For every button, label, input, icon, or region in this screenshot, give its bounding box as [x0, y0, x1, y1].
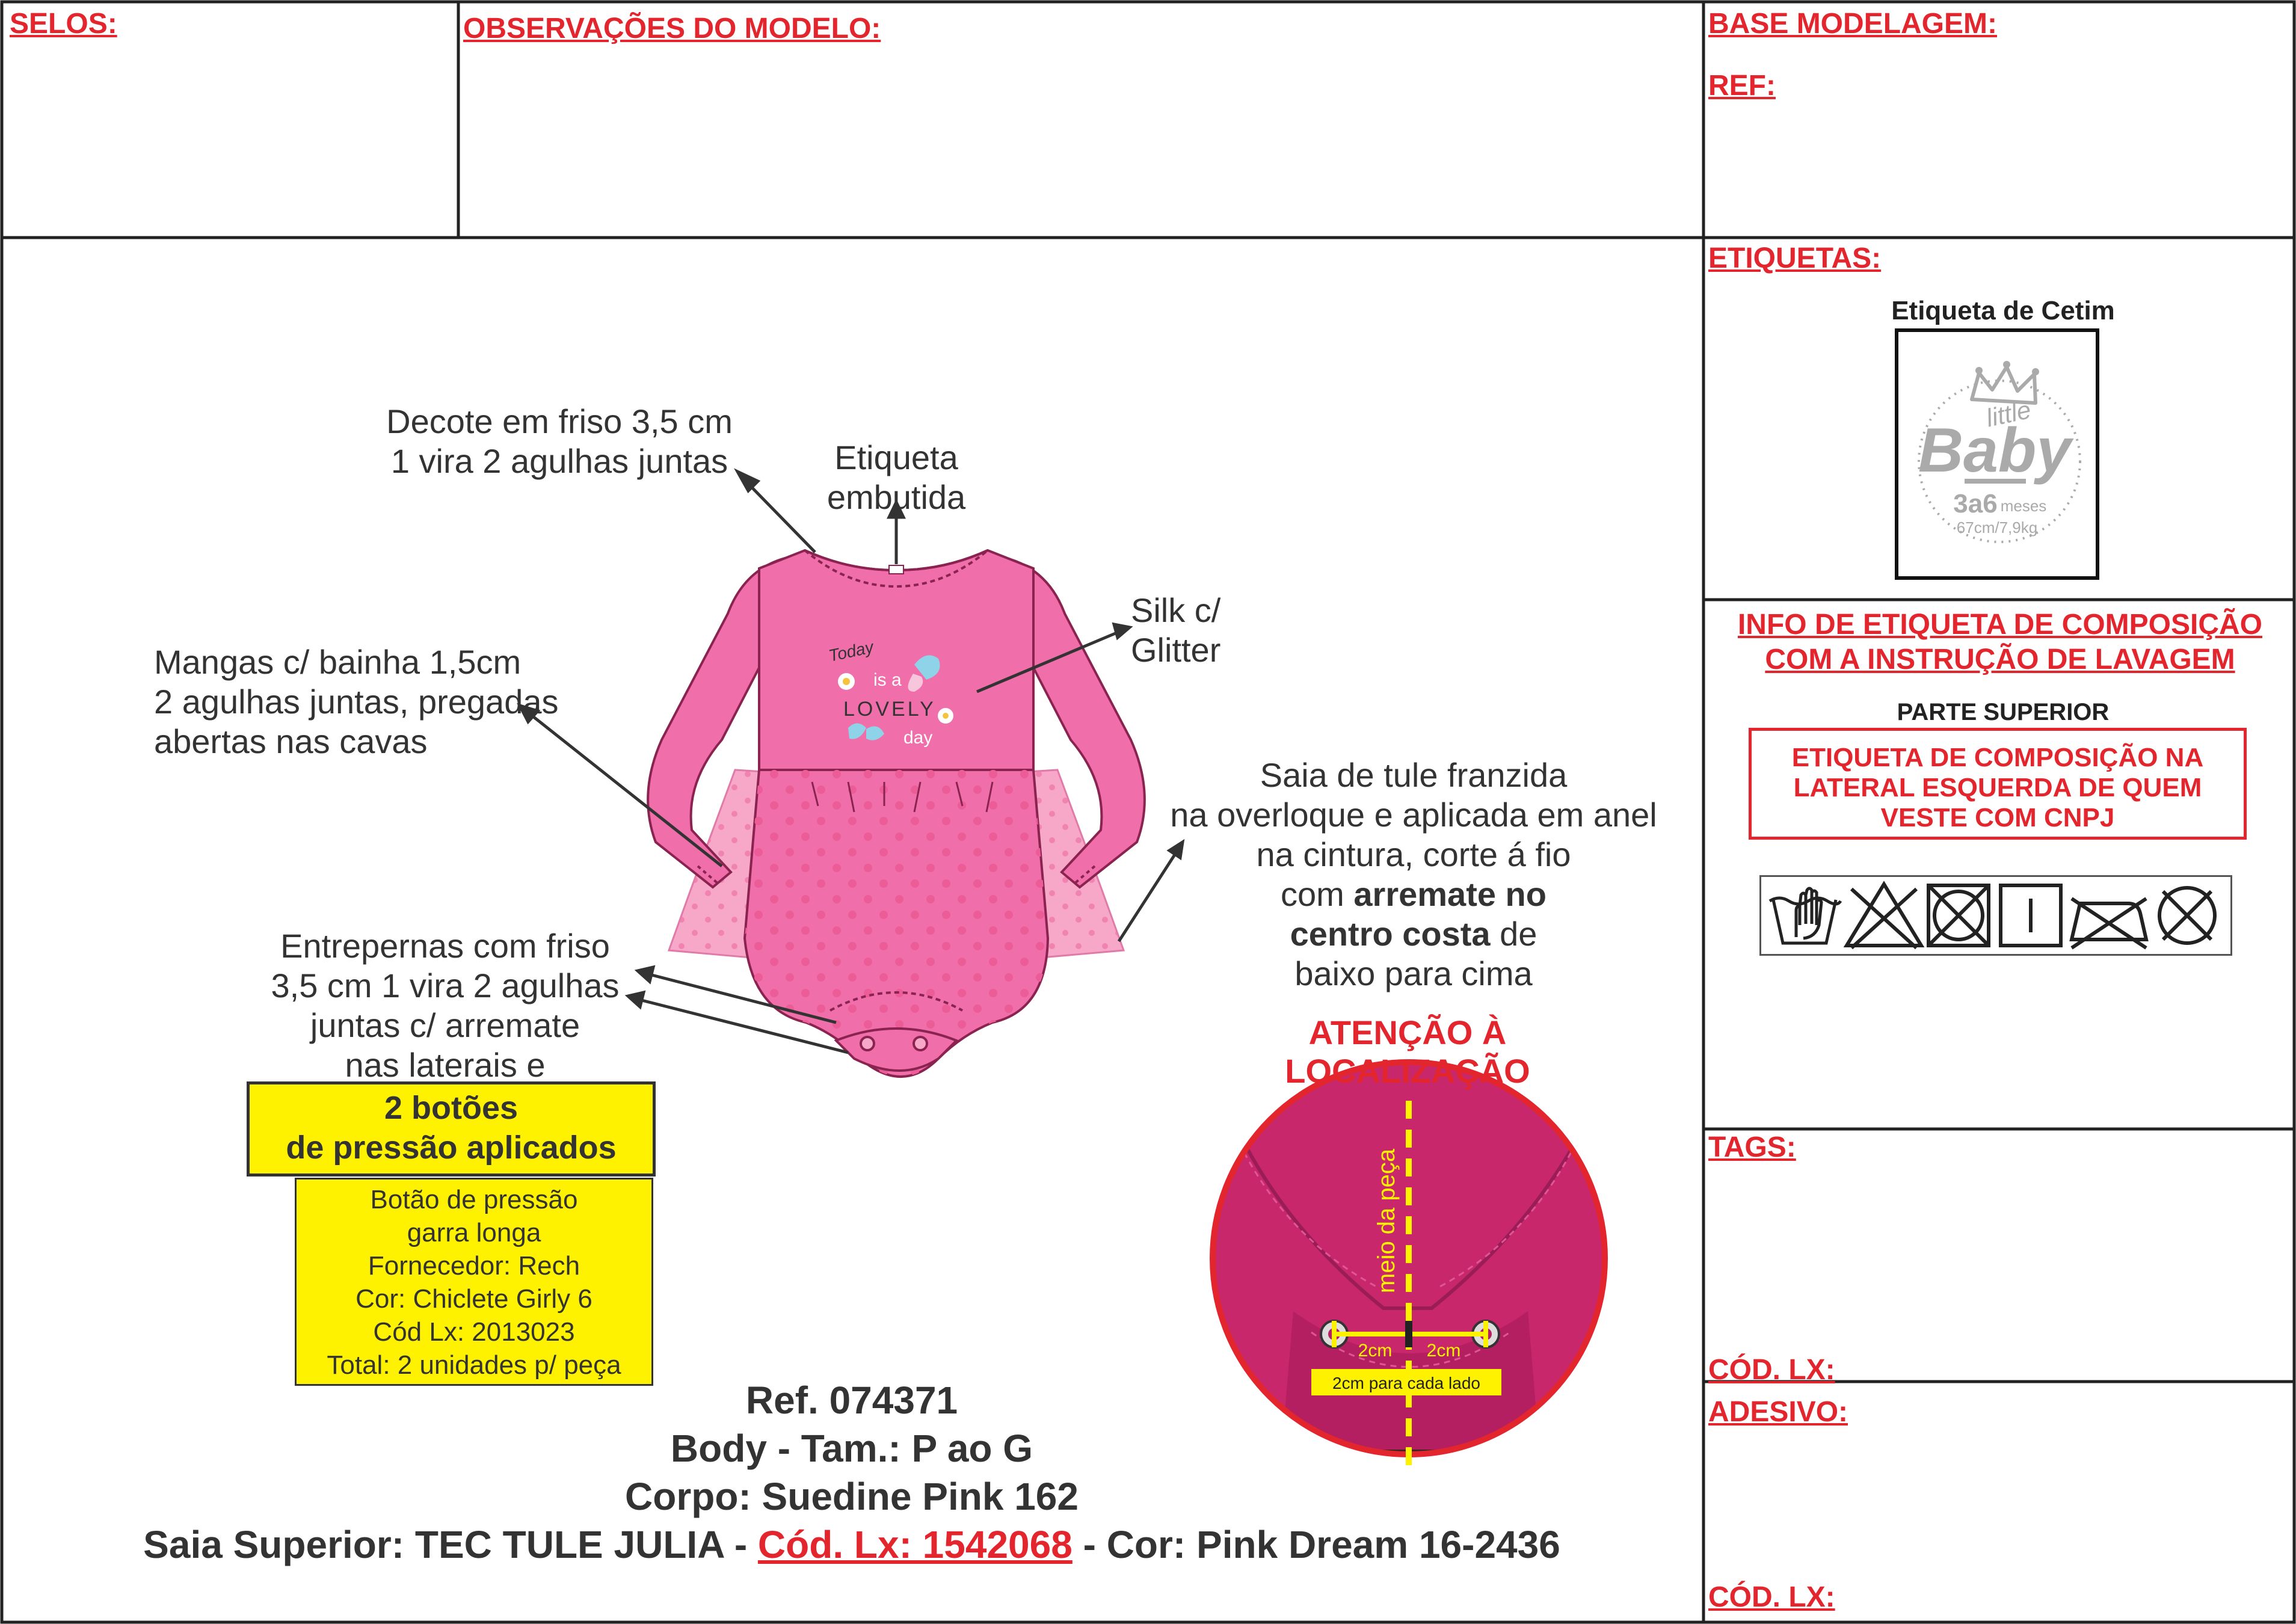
- botoes-line-1: 2 botões: [384, 1090, 519, 1126]
- mangas-line-2: 2 agulhas juntas, pregadas: [154, 683, 559, 721]
- botoes-highlight-box: 2 botões de pressão aplicados: [247, 1081, 656, 1176]
- footer-body: Body - Tam.: P ao G: [670, 1427, 1033, 1470]
- atencao-title: ATENÇÃO À LOCALIZAÇÃO: [1239, 1013, 1576, 1090]
- butterfly-icon-2: [848, 723, 884, 740]
- saia-line-4a: com: [1281, 875, 1354, 913]
- entrepernas-line-1: Entrepernas com friso: [280, 927, 610, 965]
- footer-saia: Saia Superior: TEC TULE JULIA - Cód. Lx:…: [0, 1521, 1704, 1569]
- mangas-note: Mangas c/ bainha 1,5cm 2 agulhas juntas,…: [154, 642, 559, 761]
- atencao-line-2: LOCALIZAÇÃO: [1285, 1052, 1530, 1090]
- base-modelagem-label: BASE MODELAGEM:: [1708, 8, 1997, 40]
- botao-info-line-2: garra longa: [407, 1218, 541, 1247]
- footer-spec: Ref. 074371 Body - Tam.: P ao G Corpo: S…: [0, 1376, 1704, 1569]
- placement-closeup: 2cm 2cm 2cm para cada lado meio da peça: [1210, 1059, 1608, 1468]
- decote-note: Decote em friso 3,5 cm 1 vira 2 agulhas …: [367, 402, 752, 481]
- logo-baby-text: Baby: [1918, 416, 2074, 485]
- logo-size-text: 3a6: [1953, 489, 1997, 518]
- etiquetas-label: ETIQUETAS:: [1708, 242, 1882, 274]
- hand-wash-icon: [1768, 887, 1842, 945]
- atencao-line-1: ATENÇÃO À: [1308, 1013, 1507, 1051]
- annotation-arrows: [517, 468, 1185, 1054]
- saia-note: Saia de tule franzida na overloque e apl…: [1149, 755, 1678, 994]
- decote-line-2: 1 vira 2 agulhas juntas: [390, 442, 728, 480]
- etiqueta-line-2: embutida: [826, 478, 966, 516]
- silk-line-2: Glitter: [1131, 631, 1221, 669]
- footer-saia-c: - Cor: Pink Dream 16-2436: [1072, 1523, 1560, 1566]
- composicao-line-3: VESTE COM CNPJ: [1880, 803, 2115, 832]
- etiqueta-embutida-note: Etiqueta embutida: [806, 438, 986, 517]
- print-day: day: [903, 728, 932, 748]
- botao-info-line-3: Fornecedor: Rech: [368, 1251, 580, 1281]
- tags-label: TAGS:: [1708, 1131, 1796, 1163]
- botoes-line-2: de pressão aplicados: [286, 1130, 617, 1166]
- logo-meses-text: meses: [2001, 497, 2047, 515]
- parte-superior-label: PARTE SUPERIOR: [1897, 699, 2110, 725]
- cm-left-label: 2cm: [1358, 1341, 1393, 1361]
- neck-tag-icon: [888, 565, 904, 574]
- botao-info-line-1: Botão de pressão: [370, 1185, 578, 1214]
- cada-lado-label: 2cm para cada lado: [1332, 1374, 1480, 1392]
- botao-info-line-4: Cor: Chiclete Girly 6: [355, 1284, 592, 1314]
- care-symbols-box: [1759, 875, 2232, 956]
- body-torso: [743, 549, 1050, 1078]
- adesivo-label: ADESIVO:: [1708, 1396, 1848, 1428]
- butterfly-icon: [908, 655, 940, 692]
- little-baby-logo: little Baby 3a6 meses 67cm/7,9kg: [1918, 361, 2081, 543]
- line-dry-icon: [1999, 884, 2063, 947]
- satin-label-box: little Baby 3a6 meses 67cm/7,9kg: [1895, 328, 2099, 580]
- info-title-line-1: INFO DE ETIQUETA DE COMPOSIÇÃO: [1737, 609, 2263, 641]
- silk-note: Silk c/ Glitter: [1131, 591, 1220, 670]
- meio-peca-label: meio da peça: [1373, 1148, 1400, 1293]
- saia-line-5b: de: [1490, 915, 1537, 953]
- decote-line-1: Decote em friso 3,5 cm: [386, 402, 733, 440]
- footer-ref: Ref. 074371: [745, 1379, 958, 1422]
- saia-line-4b: arremate no: [1353, 875, 1547, 913]
- no-dry-clean-icon: [2158, 886, 2217, 945]
- etiqueta-line-1: Etiqueta: [834, 438, 958, 476]
- botao-info-line-6: Total: 2 unidades p/ peça: [327, 1350, 621, 1380]
- mangas-line-3: abertas nas cavas: [154, 722, 428, 760]
- no-bleach-icon: [1843, 881, 1925, 950]
- cod-lx-label-2: CÓD. LX:: [1708, 1581, 1835, 1613]
- entrepernas-line-2: 3,5 cm 1 vira 2 agulhas: [271, 967, 620, 1004]
- footer-saia-a: Saia Superior: TEC TULE JULIA -: [143, 1523, 758, 1566]
- info-etiqueta-title: INFO DE ETIQUETA DE COMPOSIÇÃO COM A INS…: [1708, 607, 2292, 677]
- saia-line-2: na overloque e aplicada em anel: [1170, 796, 1657, 834]
- garment-illustration: Today is a LOVELY day: [517, 468, 1608, 1468]
- print-is-a: is a: [873, 670, 902, 690]
- saia-line-6: baixo para cima: [1294, 955, 1533, 992]
- botao-info-line-5: Cód Lx: 2013023: [373, 1317, 575, 1347]
- cm-right-label: 2cm: [1427, 1341, 1461, 1361]
- logo-measure-text: 67cm/7,9kg: [1957, 518, 2037, 537]
- no-iron-icon: [2069, 897, 2149, 950]
- saia-line-3: na cintura, corte á fio: [1256, 835, 1571, 873]
- silk-line-1: Silk c/: [1131, 591, 1221, 629]
- botao-info-box: Botão de pressão garra longa Fornecedor:…: [295, 1178, 653, 1386]
- etiqueta-cetim-label: Etiqueta de Cetim: [1891, 296, 2115, 325]
- saia-line-5: centro costa de: [1149, 914, 1678, 954]
- footer-corpo: Corpo: Suedine Pink 162: [625, 1475, 1079, 1518]
- composicao-line-1: ETIQUETA DE COMPOSIÇÃO NA: [1791, 743, 2204, 772]
- composicao-line-2: LATERAL ESQUERDA DE QUEM: [1793, 773, 2202, 802]
- print-lovely: LOVELY: [843, 698, 936, 721]
- observacoes-label: OBSERVAÇÕES DO MODELO:: [463, 13, 881, 45]
- mangas-line-1: Mangas c/ bainha 1,5cm: [154, 643, 522, 681]
- info-title-line-2: COM A INSTRUÇÃO DE LAVAGEM: [1765, 644, 2235, 675]
- entrepernas-line-3: juntas c/ arremate: [310, 1006, 580, 1044]
- flower-icon: [838, 673, 953, 724]
- entrepernas-note: Entrepernas com friso 3,5 cm 1 vira 2 ag…: [253, 926, 638, 1085]
- saia-line-1: Saia de tule franzida: [1260, 756, 1568, 794]
- saia-line-5a: centro costa: [1290, 915, 1491, 953]
- composicao-box: ETIQUETA DE COMPOSIÇÃO NA LATERAL ESQUER…: [1749, 728, 2247, 840]
- no-tumble-dry-icon: [1927, 884, 1990, 947]
- cod-lx-label-1: CÓD. LX:: [1708, 1354, 1835, 1386]
- ref-label: REF:: [1708, 70, 1776, 102]
- selos-label: SELOS:: [10, 8, 117, 40]
- saia-line-4: com arremate no: [1149, 875, 1678, 914]
- footer-saia-code: Cód. Lx: 1542068: [757, 1523, 1073, 1566]
- entrepernas-line-4: nas laterais e: [345, 1046, 546, 1084]
